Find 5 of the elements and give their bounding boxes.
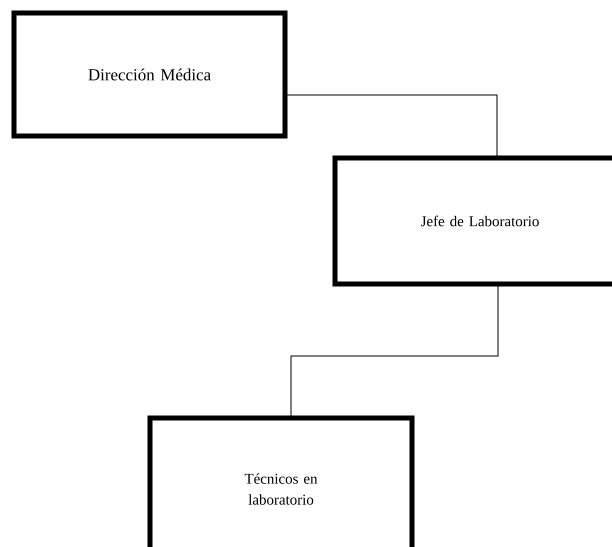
org-box: Jefe de Laboratorio	[332, 156, 612, 286]
connector-line	[290, 286, 498, 416]
org-box: Técnicos en laboratorio	[148, 416, 414, 547]
org-box: Dirección Médica	[12, 10, 288, 138]
connector-line	[287, 94, 498, 156]
